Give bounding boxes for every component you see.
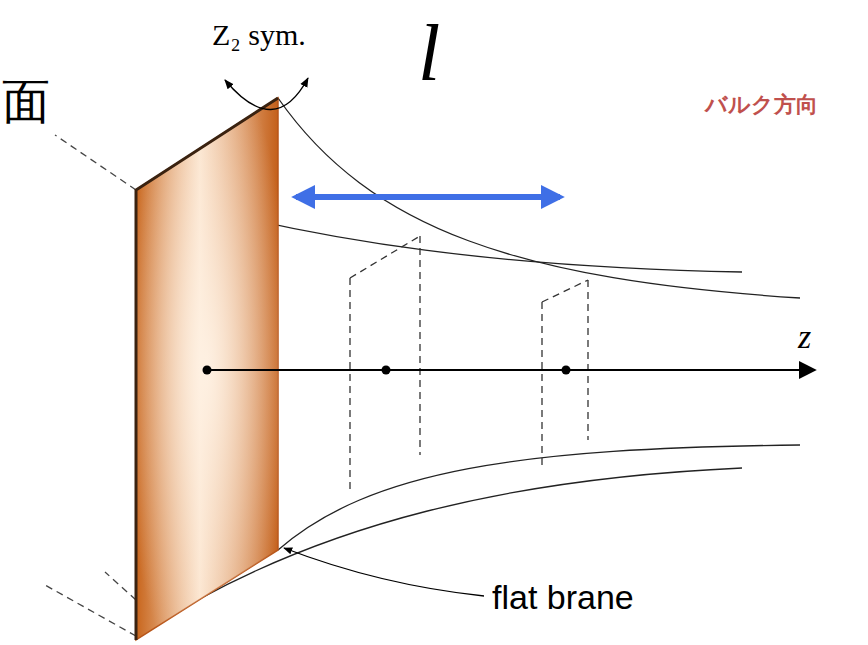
length-symbol: l [418,8,440,99]
axis-dot [203,366,571,375]
brane-label: flat brane [492,578,634,617]
leader-line [284,548,484,596]
slice-outline [350,236,588,492]
axis-label: z [798,318,811,356]
dashed-guide [45,135,136,636]
cut-label: 面 [2,70,50,134]
symmetry-arrow [225,78,308,110]
length-arrow [296,194,560,200]
z-axis [207,369,815,371]
bulk-direction-label: バルク方向 [705,90,818,120]
symmetry-label: Z₂ sym. [212,18,306,52]
